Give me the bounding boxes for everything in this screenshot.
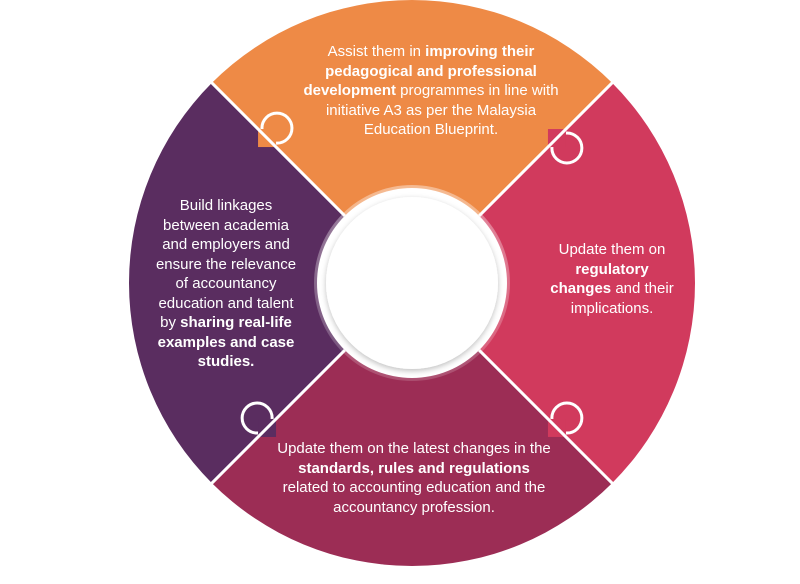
segment-top	[211, 0, 613, 216]
segment-left-text-run: sharing real-life examples and case stud…	[157, 314, 295, 370]
segment-bottom-text-run: related to accounting education and the …	[282, 479, 546, 516]
segment-right	[479, 82, 695, 484]
segment-top-text-run: Assist them in	[327, 43, 426, 60]
segment-bottom-text-run: Update them on the latest changes in the	[277, 440, 551, 457]
segment-left-text: Build linkages between academia and empl…	[150, 196, 302, 372]
segment-bottom-text: Update them on the latest changes in the…	[276, 439, 552, 517]
segment-bottom	[211, 350, 613, 566]
separator-line	[207, 78, 346, 217]
segment-right-text: Update them on regulatory changes and th…	[548, 240, 676, 318]
segment-right-text-run: regulatory changes	[550, 260, 649, 298]
segment-right-text-run: Update them on	[558, 241, 666, 258]
separator-line	[478, 349, 617, 488]
hub-center	[326, 197, 498, 369]
segment-top-text-run: improving their pedagogical and professi…	[303, 43, 537, 99]
segment-right-text-run: and their implications.	[570, 280, 674, 317]
segment-top-text: Assist them in improving their pedagogic…	[300, 42, 562, 140]
segment-left-text-run: Build linkages between academia and empl…	[155, 197, 297, 331]
separator-line	[207, 349, 346, 488]
segment-left	[129, 82, 345, 484]
separator-line	[478, 78, 617, 217]
segment-top-text-run: programmes in line with initiative A3 as…	[325, 82, 559, 138]
segment-bottom-text-run: standards, rules and regulations	[298, 459, 530, 477]
segment-separators	[207, 78, 617, 488]
